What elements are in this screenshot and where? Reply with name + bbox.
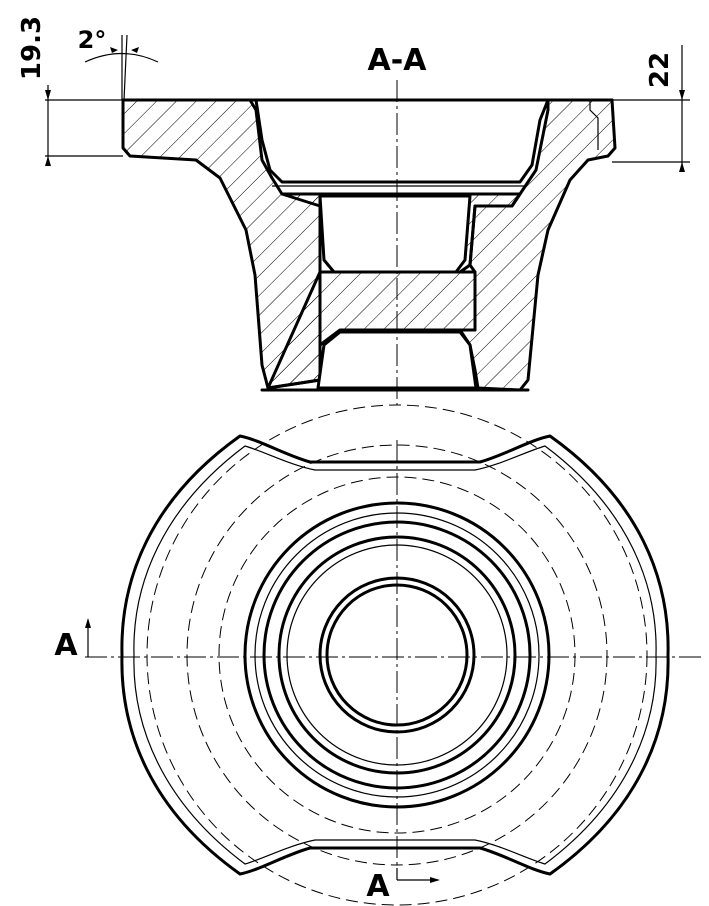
section-mid-bore [318,194,472,274]
section-marker-left: A [54,618,91,663]
dim-right-height: 22 [612,45,690,172]
dim-flange-height-label: 19.3 [17,16,47,80]
section-right-step [589,100,599,150]
dim-flange-height: 19.3 [17,16,123,166]
plan-outer-outline [120,434,670,876]
dim-draft-angle-label: 2° [78,26,107,54]
dim-right-height-label: 22 [645,52,675,88]
section-marker-bottom: A [366,868,440,904]
plan-view: A A [54,404,705,906]
plan-dashed-ring-1 [146,404,648,906]
dim-draft-angle: 2° [78,26,159,101]
section-marker-bottom-label: A [366,869,390,904]
plan-outer-outline-inner [133,445,657,865]
section-view: A-A 19.3 [17,16,690,405]
section-upper-cavity [254,98,550,184]
section-title: A-A [368,43,428,78]
section-marker-left-label: A [54,628,78,663]
